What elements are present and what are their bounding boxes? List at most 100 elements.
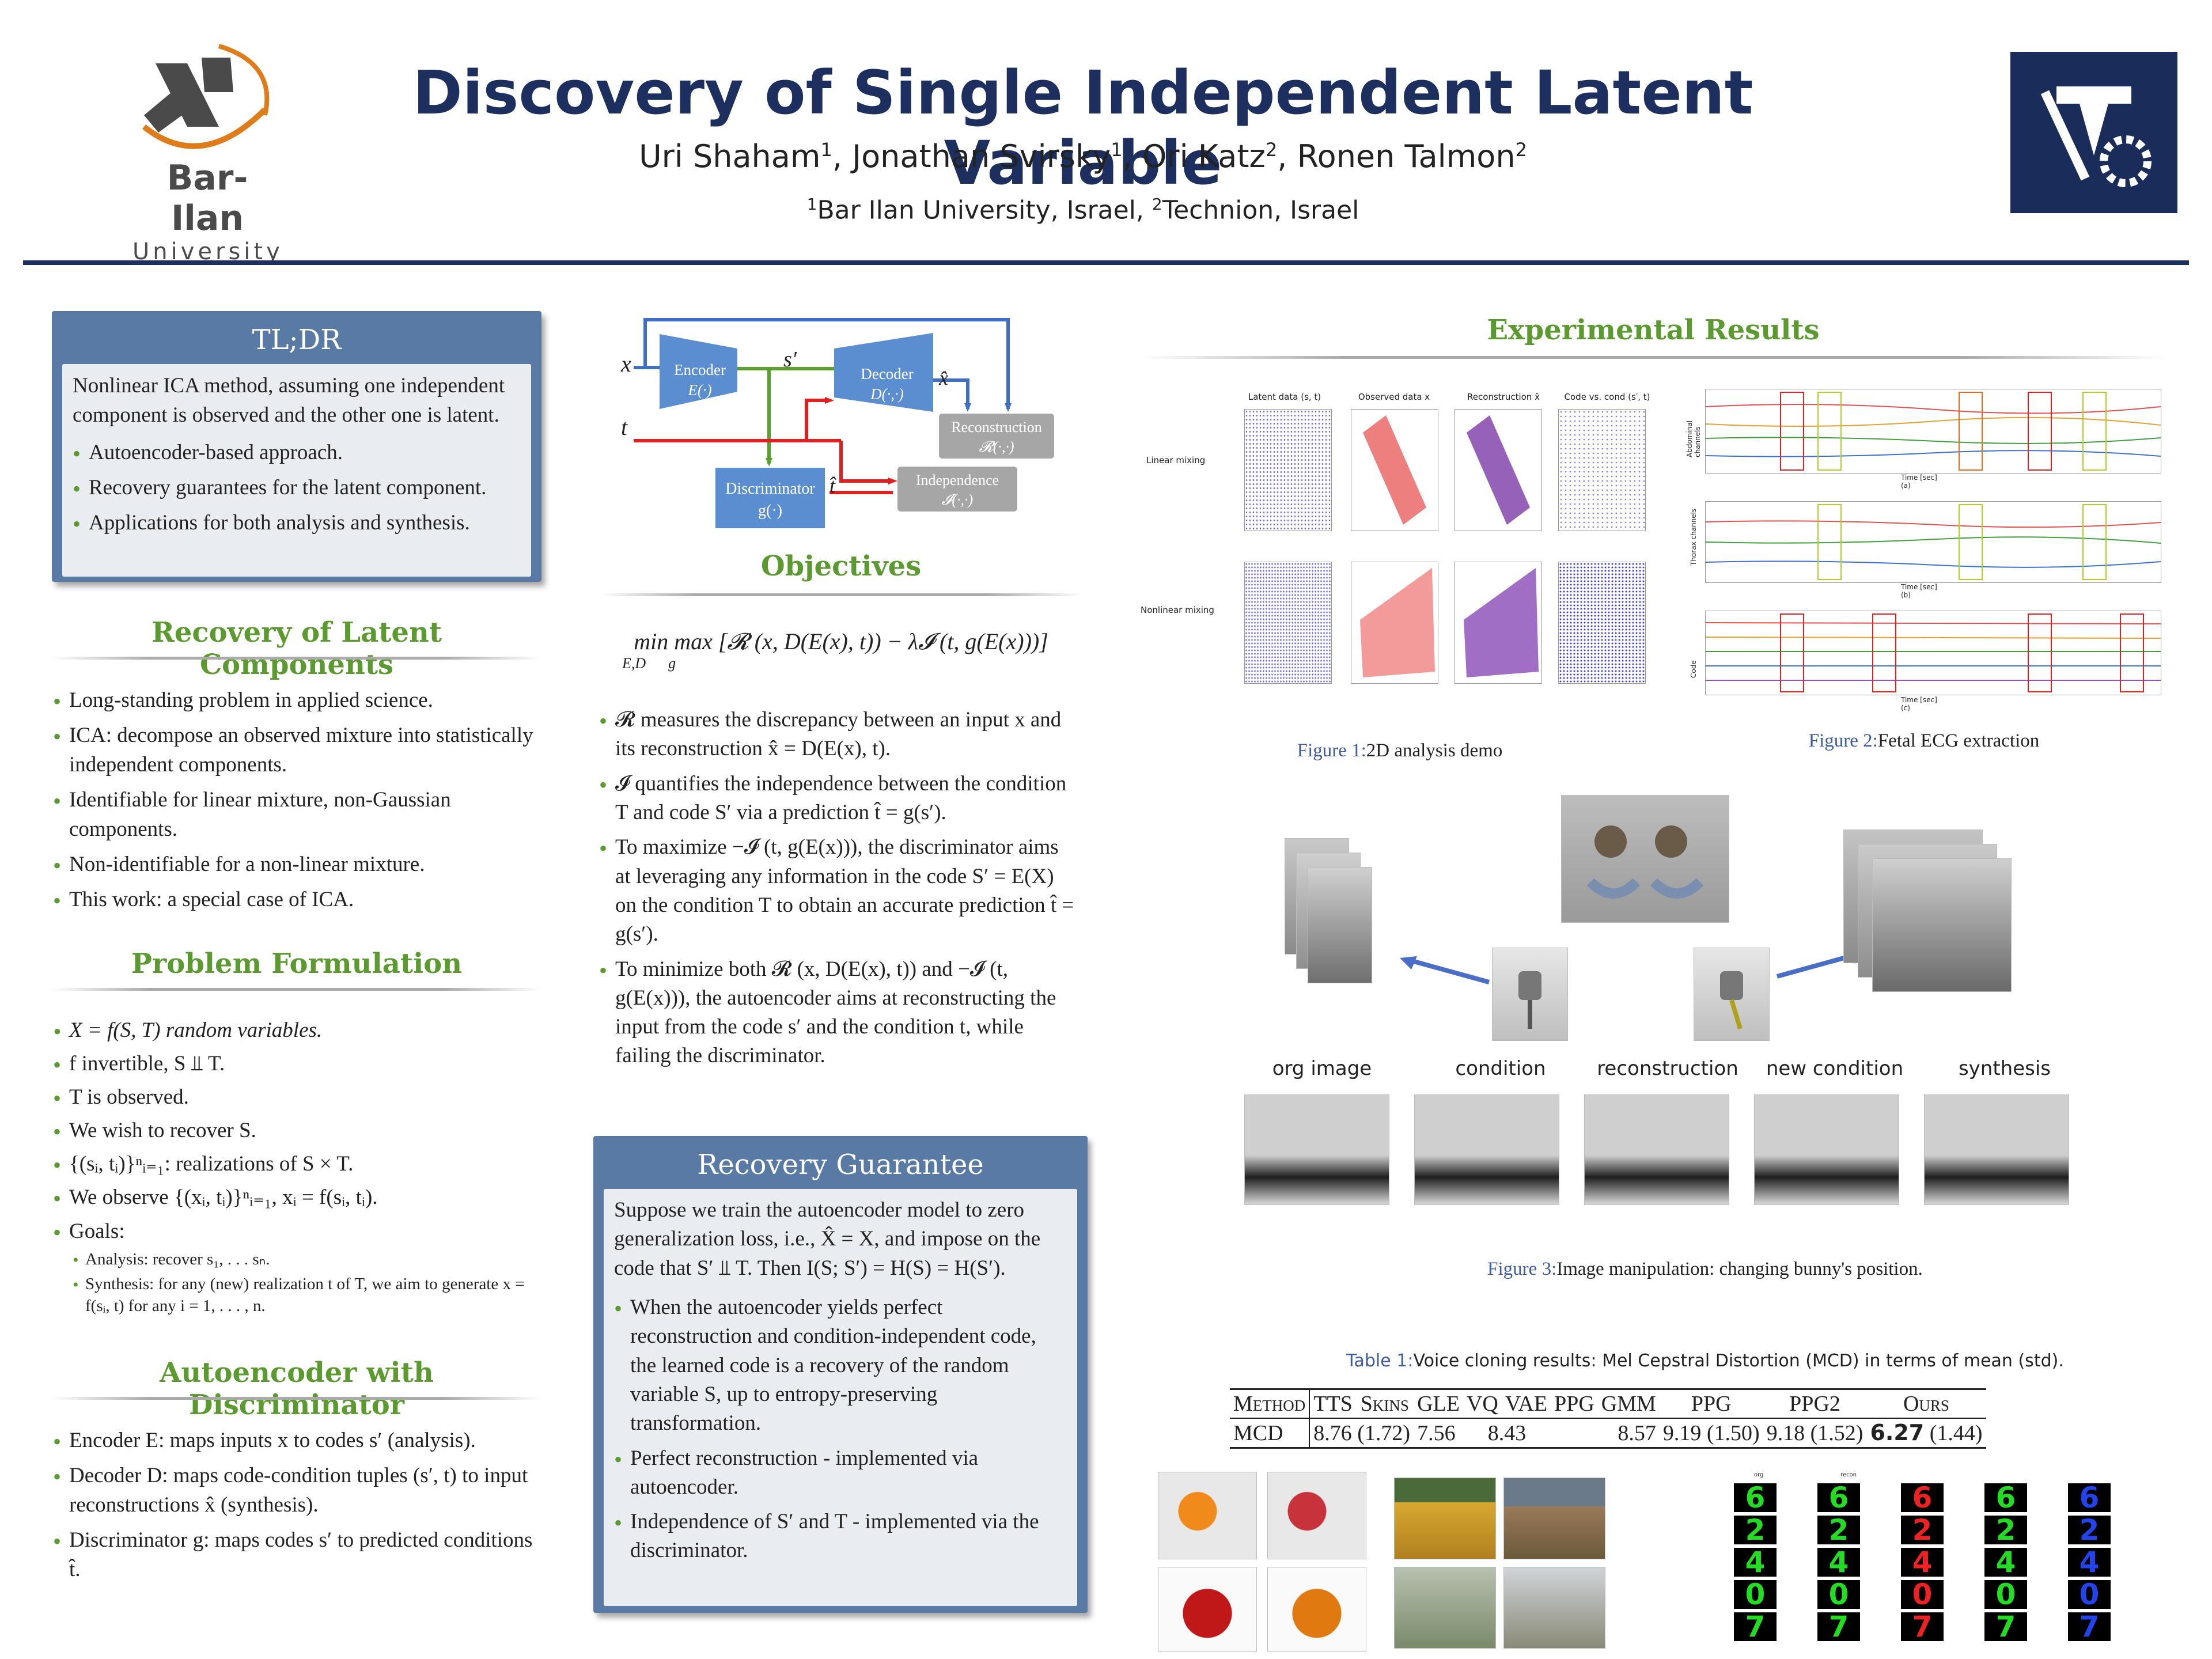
list-item: Non-identifiable for a non-linear mixtur… bbox=[53, 850, 543, 881]
guarantee-intro: Suppose we train the autoencoder model t… bbox=[614, 1198, 1041, 1280]
painting-photo bbox=[1394, 1478, 1496, 1559]
org-image bbox=[1244, 1094, 1389, 1205]
tldr-box: TL;DR Nonlinear ICA method, assuming one… bbox=[52, 311, 541, 582]
ecg-panel-a bbox=[1705, 389, 2161, 474]
condition-result-image bbox=[1414, 1094, 1559, 1205]
ecg-panel-b-svg bbox=[1705, 504, 2161, 580]
table-cell: 7.56 bbox=[1417, 1421, 1456, 1445]
technion-emblem-icon bbox=[2040, 86, 2152, 187]
scatter-panel bbox=[1558, 409, 1646, 531]
list-item: When the autoencoder yields perfect reco… bbox=[614, 1293, 1067, 1438]
list-item: Recovery guarantees for the latent compo… bbox=[73, 473, 521, 505]
table-header-cell: Method bbox=[1230, 1389, 1310, 1418]
list-item: Identifiable for linear mixture, non-Gau… bbox=[53, 785, 543, 844]
condition-image bbox=[1492, 948, 1568, 1041]
table-header-cell: PPG bbox=[1691, 1392, 1732, 1416]
list-item: f invertible, S ⫫ T. bbox=[53, 1050, 543, 1080]
table-cell: 8.57 bbox=[1618, 1421, 1656, 1445]
mnist-digit: 2 bbox=[1984, 1513, 2027, 1547]
scatter-panel bbox=[1455, 562, 1542, 684]
figure-3: org image condition reconstruction new c… bbox=[1244, 795, 2166, 1267]
author-line: Uri Shaham1, Jonathan Svirsky1, Ori Katz… bbox=[639, 138, 1527, 175]
recovery-section-title: Recovery of Latent Components bbox=[151, 616, 442, 681]
blood-orange-photo bbox=[1267, 1472, 1366, 1559]
mnist-digit: 0 bbox=[2068, 1578, 2111, 1611]
mnist-digit: 0 bbox=[1817, 1578, 1860, 1611]
table1: Method TTS Skins GLE VQ VAE PPG GMM PPG … bbox=[1230, 1388, 2163, 1449]
header-rule bbox=[23, 260, 2189, 265]
scatter-panel-svg bbox=[1363, 415, 1426, 525]
mnist-digit: 6 bbox=[1817, 1481, 1860, 1514]
results-section-rule bbox=[1141, 356, 2166, 359]
list-item: Goals: Analysis: recover s₁, . . . sₙ. S… bbox=[53, 1218, 543, 1317]
mnist-digit: 6 bbox=[1901, 1481, 1944, 1514]
table-header-cell: VAE bbox=[1505, 1392, 1548, 1416]
ecg-sub-c: Time [sec](c) bbox=[1901, 696, 1937, 712]
fig3-label: condition bbox=[1455, 1057, 1546, 1080]
table-header-cell: PPG bbox=[1554, 1392, 1594, 1416]
fig1-row-label: Linear mixing bbox=[1146, 455, 1206, 465]
list-item: We wish to recover S. bbox=[53, 1117, 543, 1147]
table-cell: 8.43 bbox=[1487, 1421, 1527, 1445]
ecg-ylabel: Thorax channels bbox=[1690, 508, 1698, 566]
guarantee-title: Recovery Guarantee bbox=[697, 1149, 984, 1181]
list-item: To maximize −𝓘 (t, g(E(x))), the discrim… bbox=[599, 833, 1077, 949]
table-header-cell: GLE bbox=[1417, 1392, 1460, 1416]
table-header-cell: TTS bbox=[1313, 1392, 1353, 1416]
table-header-cell: GMM bbox=[1601, 1392, 1656, 1416]
figure-1: Latent data (s, t) Observed data x Recon… bbox=[1141, 386, 1659, 709]
mnist-digit: 4 bbox=[1817, 1546, 1860, 1579]
problem-section-title: Problem Formulation bbox=[131, 948, 463, 980]
guarantee-box: Recovery Guarantee Suppose we train the … bbox=[593, 1136, 1088, 1613]
objectives-section-rule bbox=[599, 593, 1083, 596]
best-std: (1.44) bbox=[1929, 1421, 1983, 1445]
fig1-caption: Figure 1:2D analysis demo bbox=[1297, 740, 1503, 761]
reconstruction-image bbox=[1584, 1094, 1729, 1205]
affiliation-line: 1Bar Ilan University, Israel, 2Technion,… bbox=[806, 195, 1359, 225]
list-item: We observe {(xᵢ, tᵢ)}ⁿᵢ₌₁, xᵢ = f(sᵢ, tᵢ… bbox=[53, 1184, 543, 1214]
tldr-content: Nonlinear ICA method, assuming one indep… bbox=[62, 364, 531, 577]
recovery-section-rule bbox=[52, 657, 541, 660]
mnist-digit: 6 bbox=[1734, 1481, 1777, 1514]
mnist-digit: 7 bbox=[1817, 1610, 1860, 1643]
ecg-panel-b bbox=[1705, 501, 2161, 583]
problem-content: X = f(S, T) random variables. f invertib… bbox=[53, 1017, 543, 1323]
fig1-col-title: Reconstruction x̂ bbox=[1467, 392, 1540, 402]
mnist-digit: 2 bbox=[1734, 1513, 1777, 1547]
table-cell: 8.76 (1.72) bbox=[1313, 1421, 1411, 1445]
tldr-intro: Nonlinear ICA method, assuming one indep… bbox=[73, 374, 505, 427]
mnist-header: org bbox=[1754, 1472, 1764, 1478]
logo-text-line1: Bar-Ilan bbox=[166, 158, 248, 238]
results-section-title: Experimental Results bbox=[1487, 314, 1820, 346]
painting-photo bbox=[1503, 1567, 1605, 1649]
mnist-digit: 7 bbox=[1901, 1610, 1944, 1643]
scatter-panel-svg bbox=[1464, 568, 1539, 677]
list-item: Decoder D: maps code-condition tuples (s… bbox=[53, 1461, 543, 1520]
list-item: 𝓘 quantifies the independence between th… bbox=[599, 770, 1077, 828]
fruit-grid bbox=[1158, 1472, 1366, 1652]
list-item: ICA: decompose an observed mixture into … bbox=[53, 721, 543, 779]
table-cell: 6.27 (1.44) bbox=[1866, 1418, 1986, 1448]
list-item: Synthesis: for any (new) realization t o… bbox=[69, 1274, 543, 1317]
org-image-stack bbox=[1285, 838, 1372, 983]
ecg-ylabel: Code bbox=[1690, 660, 1698, 678]
orange-photo bbox=[1158, 1472, 1257, 1559]
arrow-left-icon bbox=[1400, 956, 1490, 984]
red-apple-photo bbox=[1158, 1567, 1257, 1652]
list-item: To minimize both 𝓡 (x, D(E(x), t)) and −… bbox=[599, 955, 1077, 1071]
ecg-panel-c bbox=[1705, 611, 2161, 695]
mnist-digit: 7 bbox=[2068, 1610, 2111, 1643]
table-header-row: Method TTS Skins GLE VQ VAE PPG GMM PPG … bbox=[1230, 1389, 1986, 1418]
fig1-col-title: Latent data (s, t) bbox=[1248, 392, 1321, 402]
fig3-label: org image bbox=[1272, 1057, 1372, 1080]
mnist-digit: 2 bbox=[1817, 1513, 1860, 1547]
best-value: 6.27 bbox=[1870, 1420, 1925, 1445]
table-cell: MCD bbox=[1230, 1418, 1310, 1448]
table-cell: 9.18 (1.52) bbox=[1766, 1421, 1863, 1445]
list-item: This work: a special case of ICA. bbox=[53, 885, 543, 916]
